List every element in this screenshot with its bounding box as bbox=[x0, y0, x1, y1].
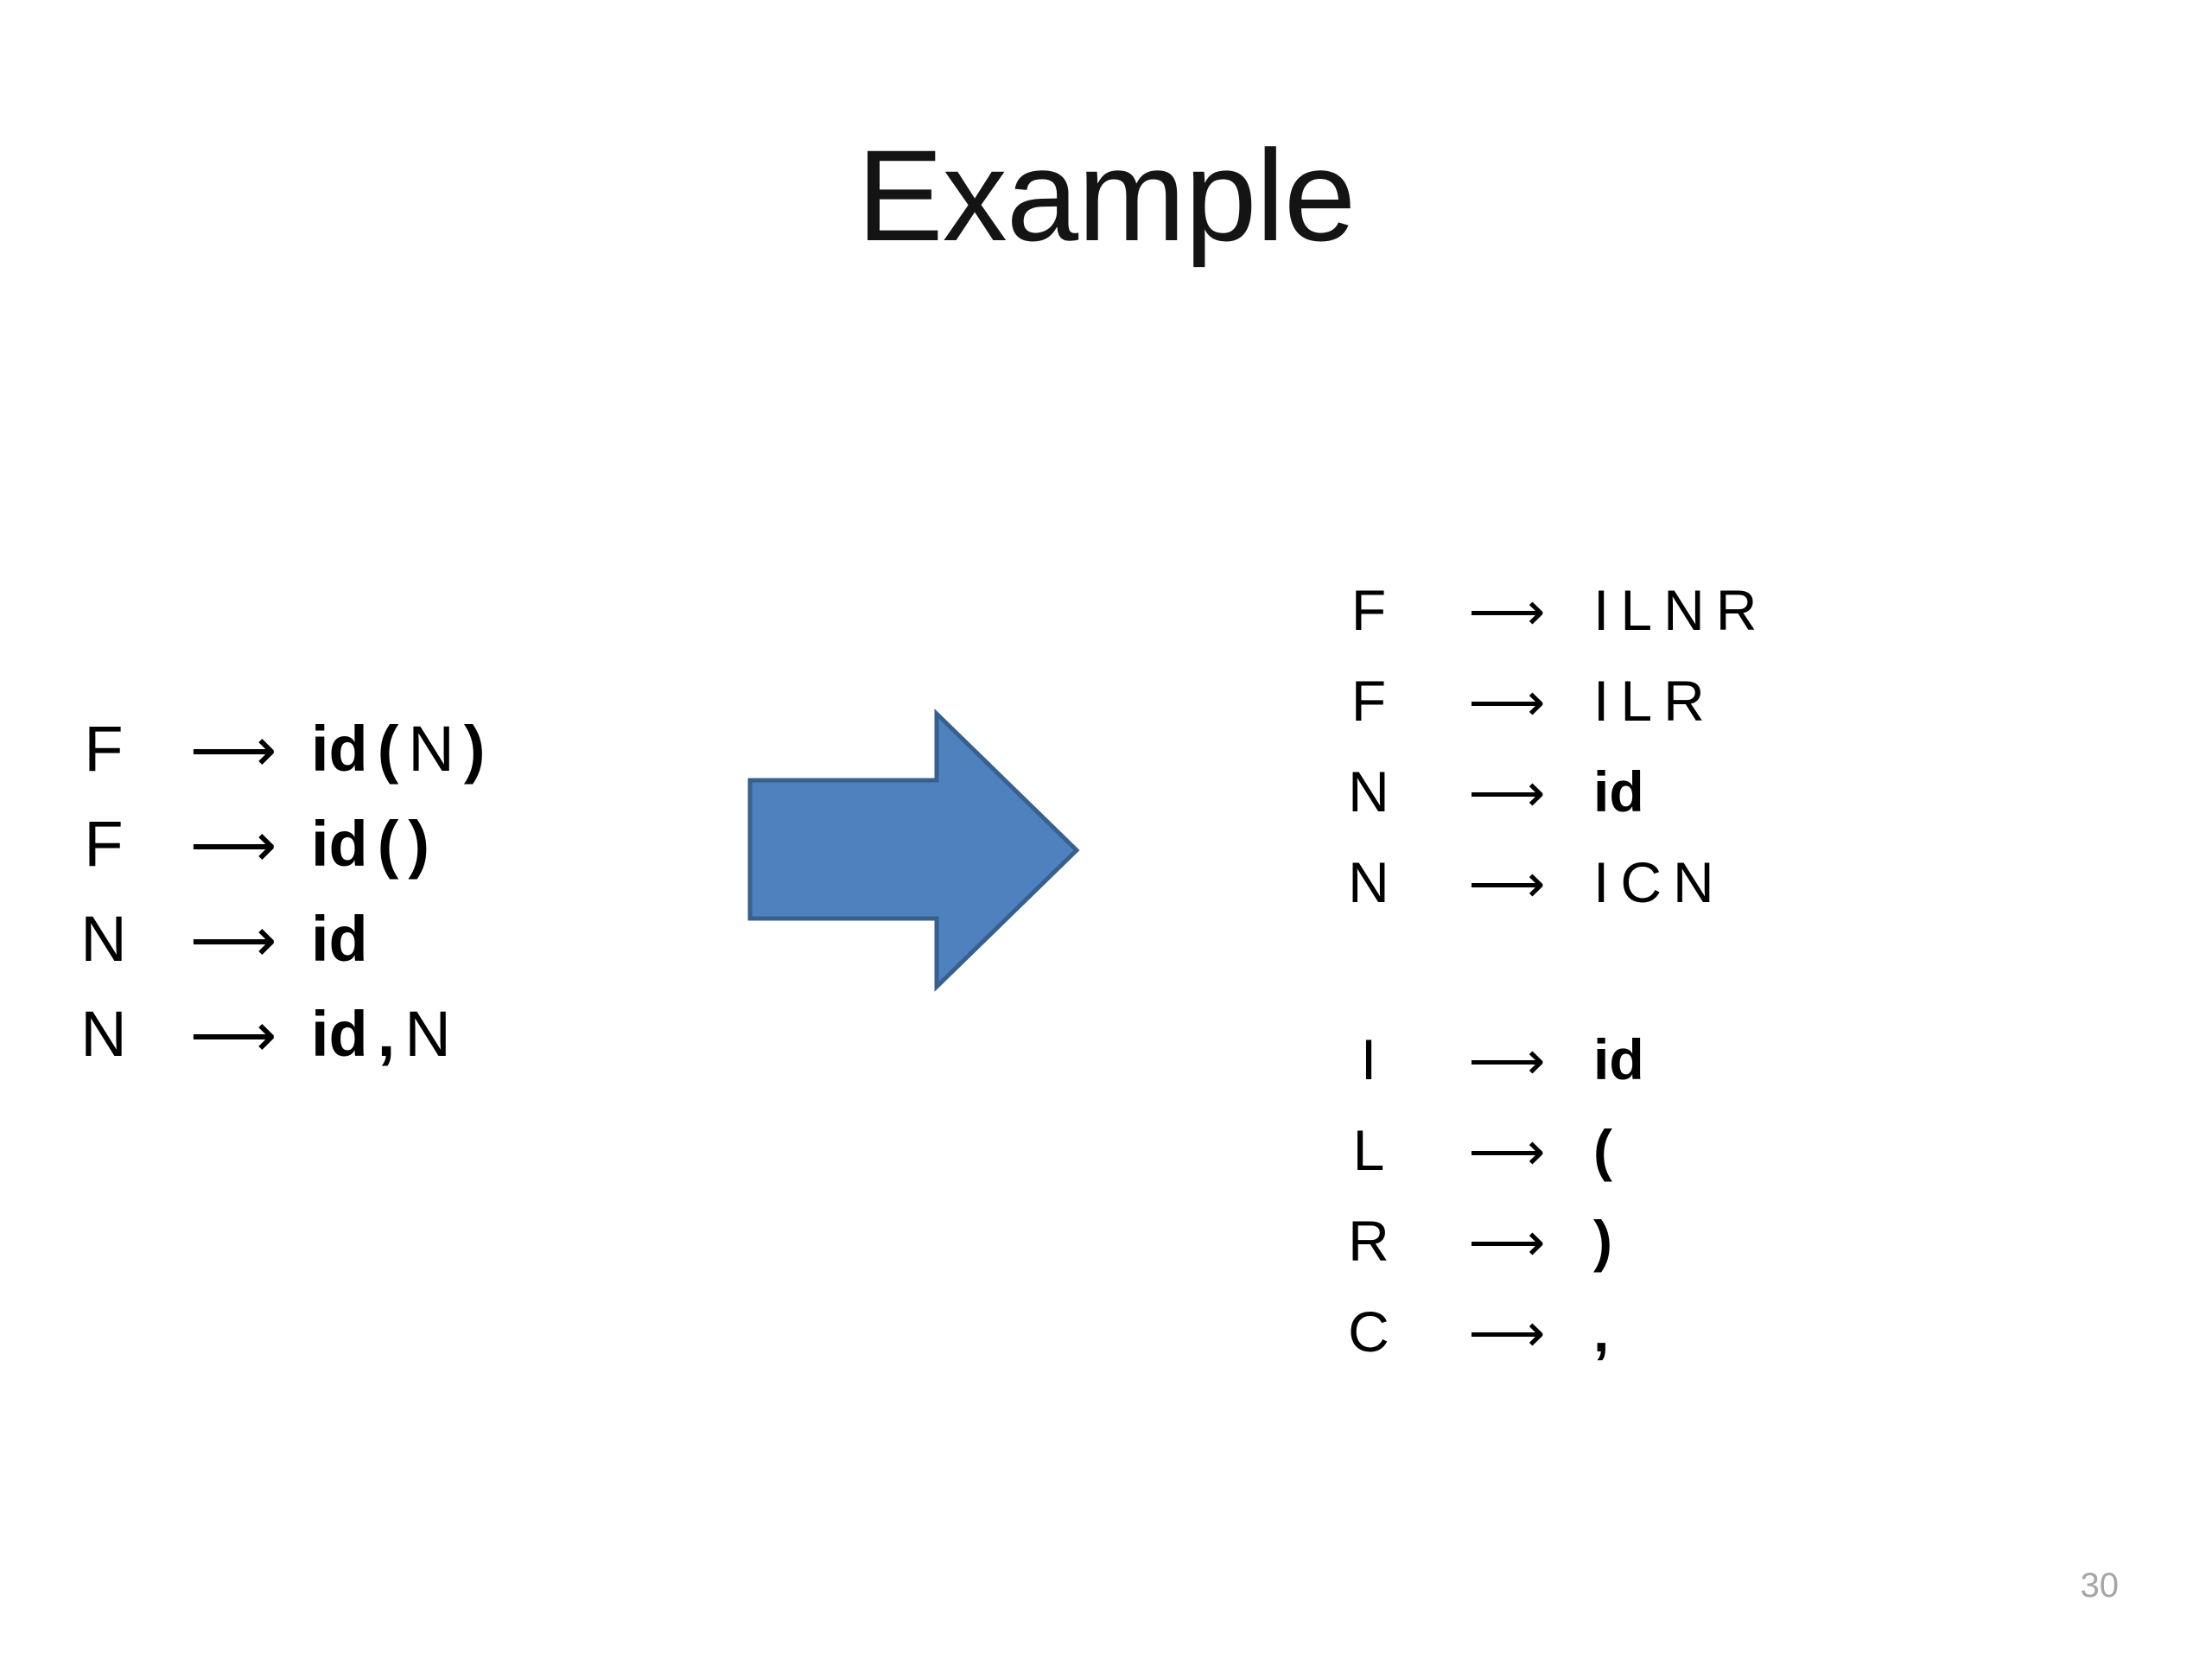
rule-lhs-symbol: N bbox=[80, 903, 127, 975]
grammar-rule-row: N ⟶ id bbox=[1317, 759, 1956, 849]
rule-lhs-symbol: F bbox=[1351, 578, 1387, 642]
rhs-terminal-symbol: ( bbox=[377, 713, 399, 785]
rule-lhs-symbol: N bbox=[80, 998, 127, 1070]
rhs-terminal-symbol: id bbox=[311, 713, 368, 785]
rule-lhs-symbol: F bbox=[84, 808, 124, 880]
grammar-rule-row: I ⟶ id bbox=[1317, 1027, 1956, 1117]
rule-produces-arrow-icon: ⟶ bbox=[1468, 582, 1546, 642]
rule-rhs-sequence: id() bbox=[311, 807, 683, 880]
rhs-terminal-symbol: ( bbox=[377, 808, 399, 880]
grammar-rule-row: L ⟶ ( bbox=[1317, 1117, 1956, 1208]
arrow-polygon bbox=[747, 709, 1080, 992]
rule-rhs-sequence: id(N) bbox=[311, 712, 683, 785]
rule-produces-arrow-icon: ⟶ bbox=[1468, 855, 1546, 914]
rule-produces-arrow-icon: ⟶ bbox=[1468, 1304, 1546, 1363]
rule-lhs-symbol: N bbox=[1348, 850, 1389, 914]
rule-produces-arrow-icon: ⟶ bbox=[189, 906, 277, 974]
rhs-nonterminal-symbol: L bbox=[1620, 578, 1653, 642]
rule-rhs-sequence: id bbox=[1593, 1027, 1956, 1092]
rhs-nonterminal-symbol: R bbox=[1663, 669, 1705, 733]
rule-rhs-sequence: , bbox=[1593, 1299, 1956, 1364]
rhs-terminal-symbol: ( bbox=[1593, 1118, 1612, 1182]
rhs-terminal-symbol: id bbox=[311, 808, 368, 880]
rhs-nonterminal-symbol: C bbox=[1620, 850, 1662, 914]
right-block-arrow-icon bbox=[747, 709, 1080, 992]
rule-rhs-sequence: id bbox=[311, 902, 683, 976]
rule-lhs-symbol: N bbox=[1348, 760, 1389, 823]
rule-rhs-sequence: id bbox=[1593, 759, 1956, 824]
rhs-terminal-symbol: ) bbox=[463, 713, 486, 785]
rhs-nonterminal-symbol: N bbox=[1673, 850, 1714, 914]
rhs-nonterminal-symbol: N bbox=[408, 713, 454, 785]
rhs-terminal-symbol: id bbox=[311, 903, 368, 975]
rhs-terminal-symbol: ) bbox=[1593, 1209, 1612, 1273]
grammar-rule-row: N ⟶ id bbox=[52, 902, 683, 997]
rule-produces-arrow-icon: ⟶ bbox=[189, 716, 277, 784]
rhs-nonterminal-symbol: R bbox=[1715, 578, 1758, 642]
grammar-rule-row: F ⟶ id(N) bbox=[52, 712, 683, 807]
rhs-nonterminal-symbol: L bbox=[1620, 669, 1653, 733]
rule-lhs-symbol: I bbox=[1360, 1027, 1377, 1091]
rule-lhs-symbol: F bbox=[1351, 669, 1387, 733]
rhs-terminal-symbol: ) bbox=[408, 808, 430, 880]
rhs-nonterminal-symbol: N bbox=[1663, 578, 1705, 642]
rhs-terminal-symbol: id bbox=[1593, 760, 1644, 823]
rhs-nonterminal-symbol: N bbox=[404, 998, 451, 1070]
rule-produces-arrow-icon: ⟶ bbox=[1468, 1122, 1546, 1182]
rule-produces-arrow-icon: ⟶ bbox=[189, 1001, 277, 1069]
rule-produces-arrow-icon: ⟶ bbox=[189, 811, 277, 879]
rule-produces-arrow-icon: ⟶ bbox=[1468, 1032, 1546, 1091]
rule-rhs-sequence: ( bbox=[1593, 1117, 1956, 1183]
rule-lhs-symbol: F bbox=[84, 713, 124, 785]
rule-lhs-symbol: C bbox=[1348, 1300, 1389, 1363]
rhs-terminal-symbol: , bbox=[377, 998, 396, 1070]
page-title: Example bbox=[856, 123, 1357, 268]
rule-produces-arrow-icon: ⟶ bbox=[1468, 764, 1546, 823]
rhs-terminal-symbol: id bbox=[311, 998, 368, 1070]
grammar-rule-row: C ⟶, bbox=[1317, 1299, 1956, 1389]
rhs-nonterminal-symbol: I bbox=[1593, 850, 1610, 914]
rule-rhs-sequence: id,N bbox=[311, 997, 683, 1071]
grammar-rule-row: R ⟶) bbox=[1317, 1208, 1956, 1299]
rhs-nonterminal-symbol: I bbox=[1593, 578, 1610, 642]
rule-produces-arrow-icon: ⟶ bbox=[1468, 673, 1546, 733]
rhs-terminal-symbol: id bbox=[1593, 1027, 1644, 1091]
slide-page-number: 30 bbox=[2080, 1567, 2120, 1605]
transformation-arrow-shape bbox=[745, 703, 1082, 997]
grammar-rule-row: N⟶id,N bbox=[52, 997, 683, 1092]
rhs-nonterminal-symbol: I bbox=[1593, 669, 1610, 733]
rule-rhs-sequence: ) bbox=[1593, 1208, 1956, 1274]
grammar-rule-row: F ⟶ id() bbox=[52, 807, 683, 902]
rule-produces-arrow-icon: ⟶ bbox=[1468, 1213, 1546, 1273]
rule-lhs-symbol: R bbox=[1348, 1209, 1389, 1273]
rule-lhs-symbol: L bbox=[1352, 1118, 1385, 1182]
rhs-terminal-symbol: , bbox=[1593, 1300, 1610, 1363]
